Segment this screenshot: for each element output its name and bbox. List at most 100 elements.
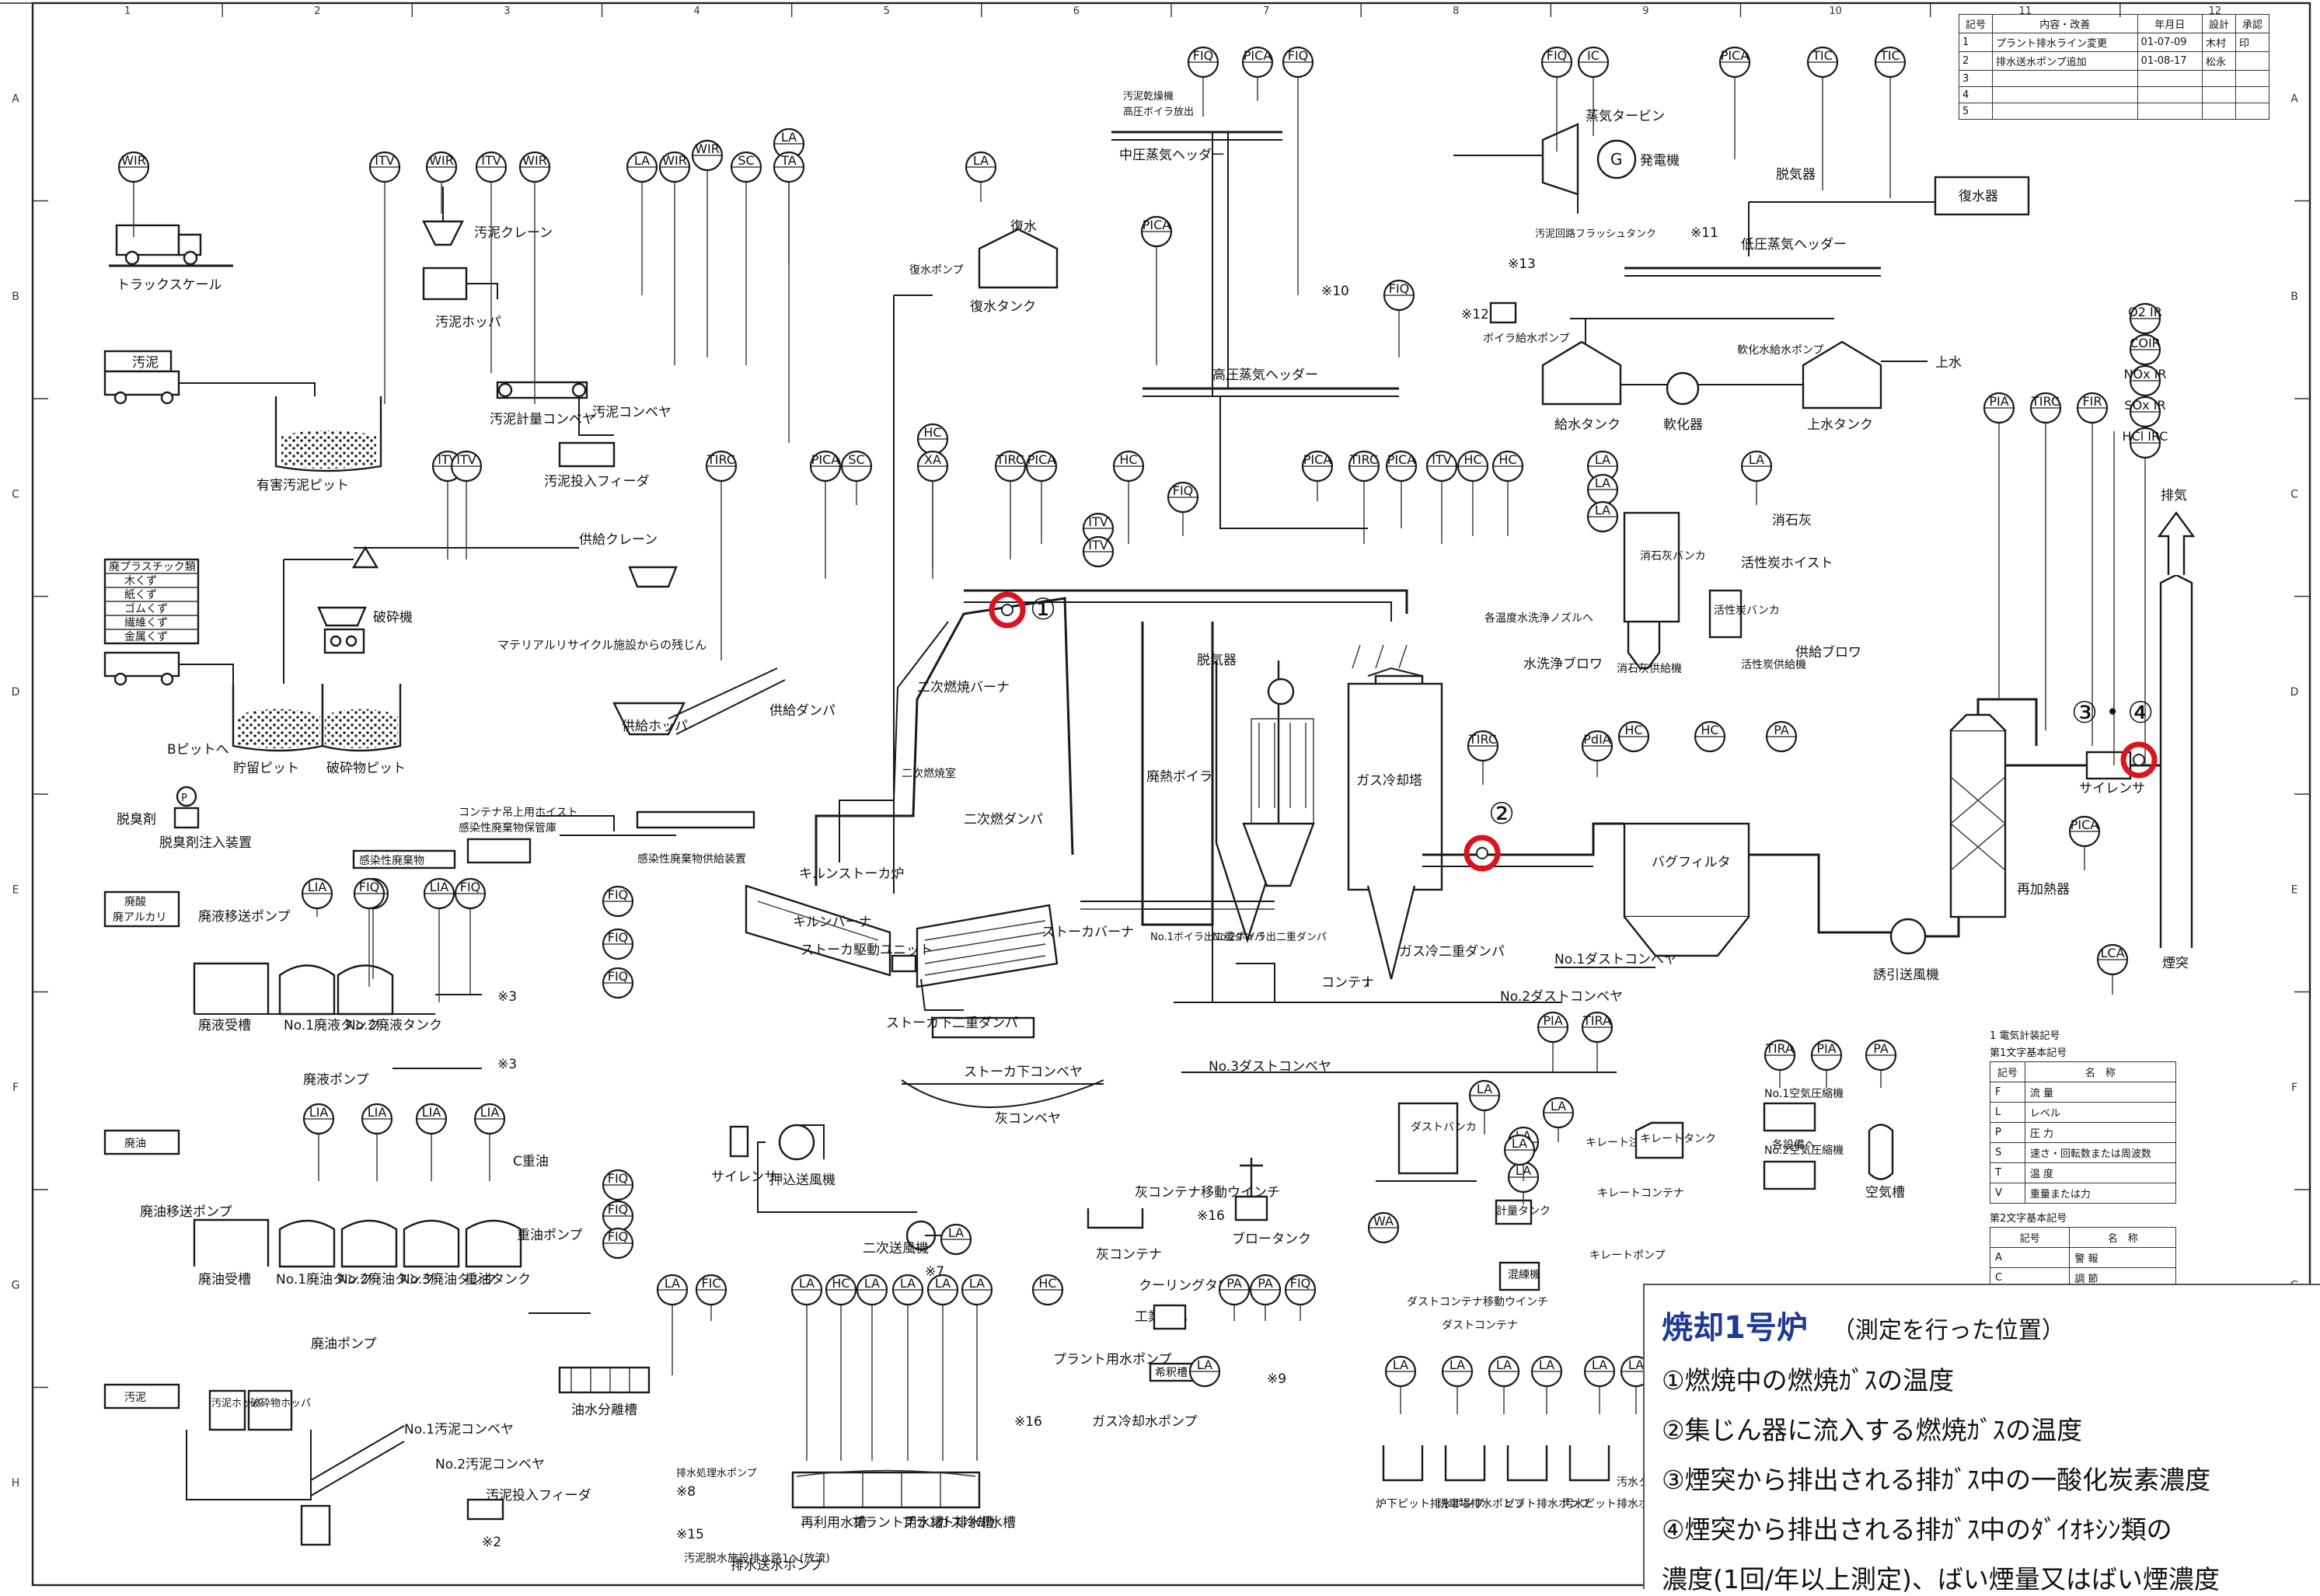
legend-title: 焼却1号炉 xyxy=(1662,1310,1808,1346)
instrument-i25: TIRC xyxy=(705,450,738,660)
water-systems: 再利用水槽 プラント用水槽 プラント排水槽 ガス冷却水槽 排水処理水ポンプ 排水… xyxy=(676,1088,1905,1573)
cooler-damper-label: ガス冷二重ダンパ xyxy=(1399,944,1505,960)
instrument-i41: ITV xyxy=(1082,535,1115,568)
code-cell: S xyxy=(1990,1142,2025,1163)
instrument-i94: TIRA xyxy=(1764,1039,1796,1088)
instrument-i07: WIR xyxy=(658,151,691,365)
instrument-i08: WIR xyxy=(691,139,724,357)
instrument-i61: LIA xyxy=(301,877,333,917)
instrument-tag: PdIA xyxy=(1583,732,1611,747)
combustion-area: キルンストーカ炉 キルンバーナ ストーカ駆動ユニット ストーカバーナ 二次燃焼バ… xyxy=(711,342,2196,1280)
instrument-i91: LA xyxy=(1542,1096,1575,1142)
oil-recv-label: 廃油受槽 xyxy=(198,1272,251,1288)
instrument-i87: FIQ xyxy=(1284,1274,1317,1321)
no1-air-label: No.1空気圧縮機 xyxy=(1764,1088,1844,1100)
instrument-tag: FIQ xyxy=(608,887,629,902)
instrument-tag: HC xyxy=(1498,452,1516,467)
instrument-tag: LA xyxy=(781,130,797,145)
cat-fiber: 繊維くず xyxy=(124,617,168,629)
rev-cell-mark: 2 xyxy=(1959,51,1993,71)
instrument-i35: TIRC xyxy=(1348,450,1380,544)
soft-pump-label: 軟化水給水ポンプ xyxy=(1737,344,1824,357)
code-cell: 流 量 xyxy=(2024,1082,2177,1103)
instrument-tag: LA xyxy=(935,1276,951,1291)
cat-paper: 紙くず xyxy=(124,589,157,601)
rev-cell-date xyxy=(2137,103,2203,120)
instrument-i12: LA xyxy=(965,151,997,202)
code-caption-first: 第1文字基本記号 xyxy=(1990,1047,2067,1059)
heavy-pump-label: 重油ポンプ xyxy=(517,1228,583,1243)
rev-cell-mark: 3 xyxy=(1959,70,1993,87)
code-cell: 速さ・回転数または周波数 xyxy=(2024,1142,2177,1163)
instrument-tag: LA xyxy=(1512,1136,1527,1151)
to-pit-label: Bピットへ xyxy=(167,742,229,758)
stoker-burner-label: ストーカバーナ xyxy=(1041,925,1134,940)
hazardous-sludge-pit: 有害汚泥ピット xyxy=(256,396,382,493)
row-mark-right: D xyxy=(2290,686,2299,699)
feed-tank xyxy=(1541,340,1622,406)
infectious-storage-label: 感染性廃棄物保管庫 xyxy=(459,821,556,835)
instrument-i18: PICA xyxy=(1718,46,1751,159)
instrument-i96: PA xyxy=(1865,1039,1897,1088)
instrument-tag: LIA xyxy=(430,880,449,894)
instrument-tag: PA xyxy=(1226,1276,1242,1291)
chimney-label: 煙突 xyxy=(2162,956,2189,971)
instrument-i104: LA xyxy=(940,1223,972,1256)
instrument-tag: LA xyxy=(1393,1357,1408,1372)
col-mark: 3 xyxy=(504,5,510,17)
instrument-i47: PdIA xyxy=(1581,730,1614,777)
air-tank-label: 空気槽 xyxy=(1865,1185,1905,1200)
instrument-i75: FIQ xyxy=(602,1227,634,1260)
instrument-i84: HC xyxy=(1031,1274,1064,1306)
instrument-i85: PA xyxy=(1218,1274,1251,1321)
steam-cycle: 中圧蒸気ヘッダー 高圧蒸気ヘッダー 汚泥乾燥機 高圧ボイラ放出 G 蒸気タービン… xyxy=(893,91,2030,894)
instrument-tag: SOx IR xyxy=(2124,398,2165,413)
code-cell: T xyxy=(1990,1162,2025,1183)
instrument-i77: FIC xyxy=(695,1274,727,1321)
condenser xyxy=(1934,176,2030,216)
instrument-i83: LA xyxy=(961,1274,993,1461)
instrument-i106: LA xyxy=(1503,1134,1536,1166)
instrument-i34: PICA xyxy=(1301,450,1334,501)
instrument-i38: HC xyxy=(1457,450,1489,536)
instrument-tag: WIR xyxy=(121,153,146,168)
acid-pump2-label: 廃液ポンプ xyxy=(303,1072,369,1088)
sludge-feeder2-label: 汚泥投入フィーダ xyxy=(486,1488,591,1504)
code-header: 記号 xyxy=(1989,1227,2071,1248)
instrument-tag: FIQ xyxy=(608,930,629,945)
slaked-lime-label: 消石灰 xyxy=(1772,513,1812,528)
instrument-i44: LA xyxy=(1586,500,1619,533)
receiving-area: トラックスケール 汚泥 有害汚泥ピット 汚泥クレーン 汚泥ホッパ 汚泥計量コンベ… xyxy=(103,186,786,1550)
instrument-tag: FIQ xyxy=(608,969,629,984)
code-cell: 警 報 xyxy=(2069,1247,2176,1268)
rev-cell-date: 01-07-09 xyxy=(2137,33,2203,52)
col-mark: 7 xyxy=(1263,5,1269,17)
hazardous-pit-label: 有害汚泥ピット xyxy=(256,478,349,493)
sludge-feeder-label: 汚泥投入フィーダ xyxy=(544,474,650,490)
reheater-label: 再加熱器 xyxy=(2017,882,2070,897)
instrument-i58: FIR xyxy=(2076,392,2109,746)
instrument-tag: PICA xyxy=(1027,452,1056,467)
instrument-tag: PA xyxy=(1774,723,1789,737)
instrument-tag: WIR xyxy=(429,153,454,168)
secondary-fan-label: 二次送風機 xyxy=(863,1241,929,1256)
gas-cooler-label: ガス冷却塔 xyxy=(1356,773,1422,789)
instrument-i90: TIRA xyxy=(1581,1011,1614,1072)
secondary-damper-label: 二次燃ダンパ xyxy=(964,812,1043,828)
crush-hopper-label: 破砕物ホッパ xyxy=(250,1398,311,1410)
instrument-i101: LA xyxy=(1530,1355,1563,1414)
chelate-pump2-label: キレートポンプ xyxy=(1589,1249,1666,1262)
svg-text:G: G xyxy=(1610,150,1623,169)
instrument-i97: WA xyxy=(1367,1211,1400,1244)
cooling-tower-label: クーリングタワー xyxy=(1139,1278,1244,1294)
rev-cell-approver xyxy=(2235,103,2270,120)
instrument-i29: XA xyxy=(916,450,949,579)
secondary-burner-label: 二次燃焼バーナ xyxy=(917,680,1010,695)
pit-pump3-label: ピット排水ポンプ xyxy=(1504,1498,1591,1511)
dilution-tank-label: 希釈槽 xyxy=(1155,1367,1188,1379)
